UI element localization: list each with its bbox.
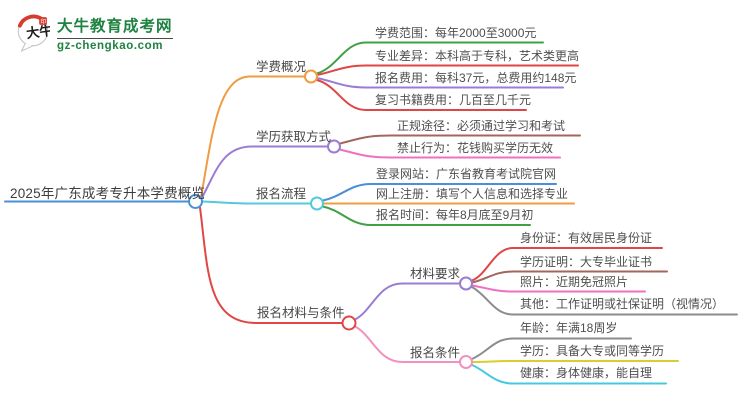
leaf-registration-fee[interactable]: 报名费用：每科37元，总费用约148元	[375, 71, 577, 85]
edge-branch-process	[201, 200, 312, 205]
root-node-label[interactable]: 2025年广东成考专升本学费概览	[10, 186, 206, 201]
material-require-node-toggle[interactable]	[459, 276, 473, 291]
edge-leaf-diploma-proof	[471, 270, 668, 284]
edge-leaf-education	[471, 360, 679, 363]
edge-leaf-book-fee	[316, 79, 527, 111]
diploma-node-toggle[interactable]	[327, 139, 341, 154]
edge-branch-tuition	[200, 75, 306, 199]
edge-leaf-other-proof	[471, 286, 738, 316]
logo-title: 大牛教育成考网	[57, 18, 173, 35]
leaf-website[interactable]: 登录网站：广东省教育考试院官网	[376, 167, 557, 181]
edge-leaf-website	[322, 183, 557, 202]
edge-leaf-registration-fee	[316, 77, 564, 89]
logo-icon-text: 大牛	[25, 22, 50, 42]
edge-leaf-health	[471, 364, 667, 385]
edge-sub-material-require	[354, 282, 461, 321]
leaf-diploma-proof[interactable]: 学历证明：大专毕业证书	[520, 255, 653, 269]
leaf-other-proof[interactable]: 其他：工作证明或社保证明（视情况）	[520, 297, 725, 311]
leaf-id-card[interactable]: 身份证：有效居民身份证	[520, 231, 653, 245]
edge-leaf-major-difference	[316, 64, 579, 76]
branch-label-diploma[interactable]: 学历获取方式	[256, 130, 332, 144]
leaf-photo[interactable]: 照片：近期免冠照片	[520, 275, 629, 289]
logo-bubble-tail	[20, 43, 34, 52]
leaf-register-time[interactable]: 报名时间：每年8月底至9月初	[376, 208, 534, 222]
branch-label-process[interactable]: 报名流程	[256, 187, 307, 201]
logo-divider	[57, 37, 173, 39]
leaf-online-register[interactable]: 网上注册：填写个人信息和选择专业	[376, 187, 569, 201]
branch-label-tuition[interactable]: 学费概况	[256, 60, 307, 74]
edge-branch-diploma	[200, 145, 329, 201]
leaf-formal-way[interactable]: 正规途径：必须通过学习和考试	[397, 119, 566, 133]
edge-branch-materials	[199, 206, 344, 324]
edge-leaf-formal-way	[339, 134, 581, 145]
daniu-logo-icon: 大牛 印	[17, 14, 50, 52]
leaf-age[interactable]: 年龄：年满18周岁	[520, 321, 618, 335]
edge-leaf-forbidden	[339, 148, 561, 159]
branch-label-conditions[interactable]: 报名条件	[410, 346, 461, 360]
edge-leaf-register-time	[322, 205, 531, 226]
leaf-tuition-range[interactable]: 学费范围：每年2000至3000元	[375, 26, 537, 40]
process-node-toggle[interactable]	[310, 196, 324, 211]
edge-sub-conditions	[354, 325, 461, 363]
conditions-node-toggle[interactable]	[459, 355, 473, 369]
tuition-node-toggle[interactable]	[304, 69, 318, 84]
logo-seal	[39, 17, 47, 25]
logo-domain: gz-chengkao.com	[57, 40, 164, 52]
leaf-major-difference[interactable]: 专业差异：本科高于专科，艺术类更高	[375, 49, 580, 63]
leaf-book-fee[interactable]: 复习书籍费用：几百至几千元	[375, 93, 532, 107]
logo-text-block: 大牛教育成考网 gz-chengkao.com	[57, 14, 173, 52]
logo-seal-text: 印	[40, 18, 46, 25]
branch-label-material-require[interactable]: 材料要求	[410, 267, 461, 281]
edge-leaf-photo	[471, 284, 646, 293]
edge-leaf-id-card	[471, 247, 663, 282]
leaf-forbidden[interactable]: 禁止行为：花钱购买学历无效	[397, 141, 554, 155]
materials-node-toggle[interactable]	[341, 315, 357, 331]
site-logo[interactable]: 大牛 印 大牛教育成考网 gz-chengkao.com	[16, 14, 173, 52]
edge-leaf-age	[471, 337, 632, 360]
root-node-toggle[interactable]	[188, 194, 203, 209]
edge-leaf-tuition-range	[316, 41, 544, 75]
leaf-health[interactable]: 健康：身体健康，能自理	[520, 366, 653, 380]
branch-label-materials[interactable]: 报名材料与条件	[257, 306, 345, 320]
leaf-education[interactable]: 学历：具备大专或同等学历	[520, 344, 665, 358]
